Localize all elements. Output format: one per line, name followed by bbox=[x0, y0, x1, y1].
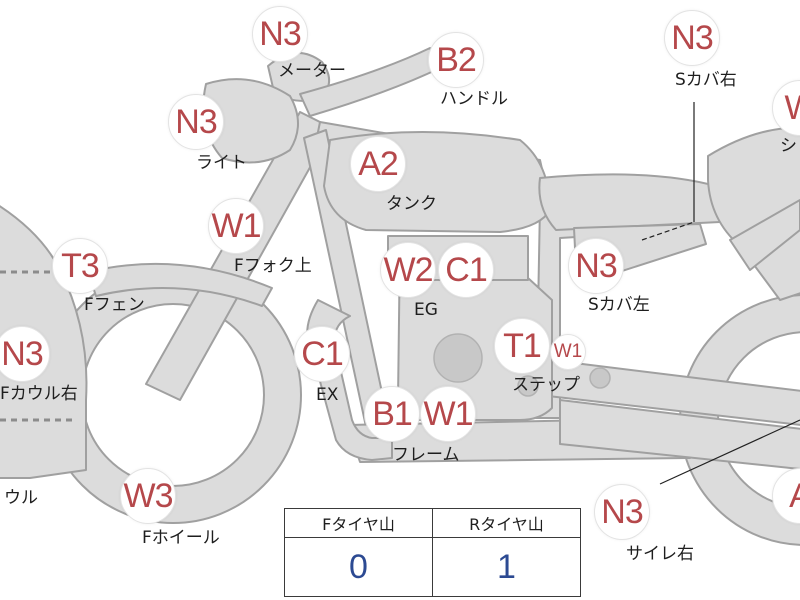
part-label-handlebar: ハンドル bbox=[440, 89, 508, 109]
part-badge-fuel-tank: A2 bbox=[350, 136, 406, 192]
front-tyre-header: Fタイヤ山 bbox=[284, 508, 433, 538]
part-badge-front-wheel: W3 bbox=[120, 468, 176, 524]
part-label-front-fork-upper: Fフォク上 bbox=[234, 256, 312, 276]
rear-frame-strut bbox=[729, 199, 800, 271]
part-badge-frame: W1 bbox=[420, 386, 476, 442]
leader-silencer-right bbox=[659, 419, 800, 485]
part-label-front-fender: Fフェン bbox=[84, 295, 145, 315]
part-label-side-cover-left: Sカバ左 bbox=[588, 295, 650, 315]
front-tyre-value: 0 bbox=[284, 537, 433, 597]
tyre-tread-table: Fタイヤ山 Rタイヤ山 0 1 bbox=[284, 508, 581, 597]
part-badge-meter: N3 bbox=[252, 6, 308, 62]
part-label-headlight: ライト bbox=[196, 153, 247, 173]
rear-wheel bbox=[679, 294, 800, 546]
front-fender bbox=[87, 262, 273, 307]
table-row: 0 1 bbox=[284, 537, 581, 597]
part-label-engine: EG bbox=[414, 300, 438, 320]
part-label-meter: メーター bbox=[278, 61, 346, 81]
part-badge-engine: C1 bbox=[438, 242, 494, 298]
part-label-cowl: ウル bbox=[4, 488, 38, 508]
part-badge-t1: T1 bbox=[494, 318, 550, 374]
part-badge-silencer-right: N3 bbox=[594, 484, 650, 540]
part-badge-step: W1 bbox=[550, 334, 586, 370]
seat bbox=[538, 173, 721, 231]
part-badge-engine-w2: W2 bbox=[380, 242, 436, 298]
part-label-fuel-tank: タンク bbox=[386, 194, 437, 214]
step-peg-right bbox=[589, 367, 611, 389]
part-badge-exhaust: C1 bbox=[294, 326, 350, 382]
part-badge-side-cover-right: N3 bbox=[664, 10, 720, 66]
part-badge-front-cowl-right: N3 bbox=[0, 326, 50, 382]
part-badge-headlight: N3 bbox=[168, 94, 224, 150]
rear-body bbox=[707, 126, 800, 301]
part-label-front-cowl-right: Fカウル右 bbox=[0, 384, 78, 404]
rear-tyre-value: 1 bbox=[432, 537, 581, 597]
leader-cover-right-dash bbox=[641, 221, 695, 241]
part-badge-handlebar: B2 bbox=[428, 32, 484, 88]
part-label-front-wheel: Fホイール bbox=[142, 528, 220, 548]
engine-case-circle bbox=[433, 333, 483, 383]
part-badge-b1: B1 bbox=[364, 386, 420, 442]
muffler bbox=[559, 399, 800, 470]
part-badge-front-fork-upper: W1 bbox=[208, 198, 264, 254]
part-badge-front-fender: T3 bbox=[52, 238, 108, 294]
table-header-row: Fタイヤ山 Rタイヤ山 bbox=[284, 508, 581, 538]
step-peg-left bbox=[517, 375, 539, 397]
part-label-seat: シ bbox=[780, 136, 797, 156]
part-label-exhaust: EX bbox=[316, 385, 339, 405]
part-badge-side-cover-left: N3 bbox=[568, 238, 624, 294]
part-label-step: ステップ bbox=[512, 375, 580, 395]
part-label-silencer-right: サイレ右 bbox=[626, 544, 694, 564]
part-label-frame: フレーム bbox=[392, 445, 460, 465]
rear-tyre-header: Rタイヤ山 bbox=[432, 508, 581, 538]
part-label-side-cover-right: Sカバ右 bbox=[675, 70, 737, 90]
